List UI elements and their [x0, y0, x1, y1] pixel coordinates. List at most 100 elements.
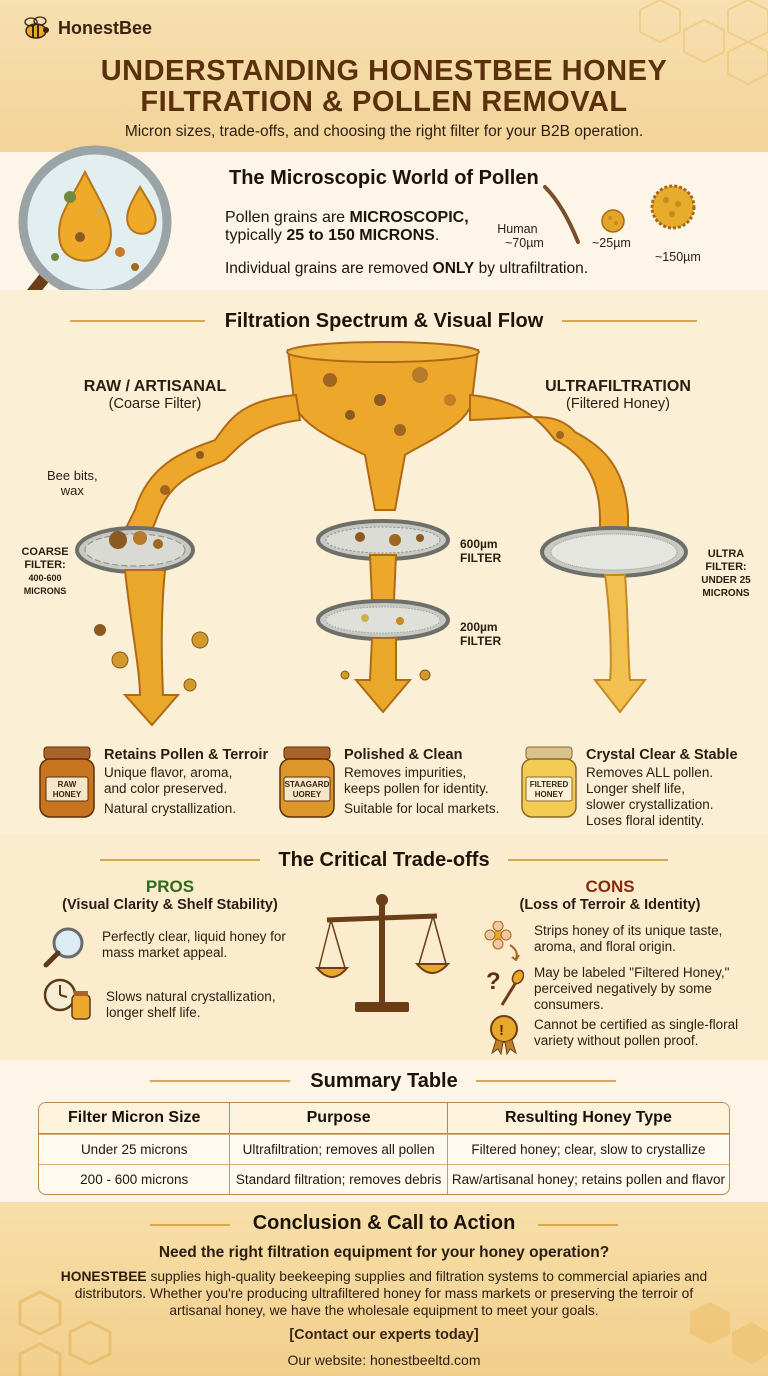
cons-2-line1: May be labeled "Filtered Honey," [534, 965, 730, 980]
cons-item-terroir: Strips honey of its unique taste, aroma,… [484, 921, 722, 961]
raw-outcome-text: Retains Pollen & Terroir Unique flavor, … [104, 743, 268, 821]
pollen-line3-bold: ONLY [432, 260, 475, 277]
raw-honey-jar-icon: RAW HONEY [39, 746, 95, 818]
page-title: UNDERSTANDING HONESTBEE HONEY FILTRATION… [0, 56, 768, 118]
filtered-jar-label-1: FILTERED [530, 780, 569, 789]
pros-subheading: (Visual Clarity & Shelf Stability) [62, 897, 278, 913]
filtration-spectrum-section: Filtration Spectrum & Visual Flow [0, 290, 768, 835]
pros-2-line1: Slows natural crystallization, [106, 989, 276, 1004]
pollen-ultrafiltration-note: Individual grains are removed ONLY by ul… [225, 260, 588, 278]
standard-honey-jar-icon: STAAGARD UOREY [279, 746, 335, 818]
cons-2-line3: consumers. [534, 997, 604, 1012]
raw-jar-label-1: RAW [58, 780, 77, 789]
table-cell: Ultrafiltration; removes all pollen [230, 1134, 448, 1164]
conclusion-rule-right [538, 1224, 618, 1226]
filtered-outcome-text: Crystal Clear & Stable Removes ALL polle… [586, 743, 738, 829]
flower-arrow-icon [484, 921, 520, 961]
honeycomb-decoration [639, 0, 768, 86]
pros-item-shelf-life: Slows natural crystallization, longer sh… [42, 975, 276, 1023]
bee-bits-annotation: Bee bits, wax [47, 468, 98, 498]
standard-outcome-title: Polished & Clean [344, 747, 463, 763]
raw-subheading: (Coarse Filter) [108, 396, 202, 412]
honeycomb-decoration-left [18, 1290, 112, 1376]
cons-item-labeling-text: May be labeled "Filtered Honey," perceiv… [534, 965, 729, 1013]
pros-item-clarity: Perfectly clear, liquid honey for mass m… [42, 923, 286, 969]
pros-2-line2: longer shelf life. [106, 1005, 201, 1020]
pollen-title: The Microscopic World of Pollen [229, 167, 539, 189]
summary-table: Filter Micron Size Purpose Resulting Hon… [38, 1102, 730, 1195]
standard-outcome-text: Polished & Clean Removes impurities, kee… [344, 743, 499, 821]
raw-jar-label-2: HONEY [53, 790, 82, 799]
raw-outcome-line2: and color preserved. [104, 781, 228, 796]
cons-heading: CONS [585, 877, 635, 896]
summary-rule-left [150, 1080, 290, 1082]
clock-jar-icon [43, 978, 91, 1020]
svg-text:!: ! [499, 1022, 504, 1039]
brand-name: HonestBee [58, 17, 153, 38]
title-rule-left [70, 320, 205, 322]
standard-jar-label-2: UOREY [293, 790, 322, 799]
raw-column-header: RAW / ARTISANAL (Coarse Filter) [80, 378, 230, 412]
magnifier-icon [43, 927, 84, 968]
table-header-row: Filter Micron Size Purpose Resulting Hon… [39, 1103, 729, 1134]
filter-200-size: 200µm [460, 620, 498, 634]
conclusion-rule-left [150, 1224, 230, 1226]
ultra-label-4: MICRONS [702, 588, 750, 599]
table-header-cell: Purpose [230, 1103, 448, 1134]
table-cell: Filtered honey; clear, slow to crystalli… [447, 1134, 729, 1164]
large-pollen-size: ~150µm [655, 250, 701, 264]
pollen-line3-end: by ultrafiltration. [474, 260, 588, 277]
wax-label: wax [60, 483, 84, 498]
coarse-label-3: 400-600 [28, 573, 62, 583]
filtration-flow-illustration [75, 341, 688, 727]
standard-outcome-line2: keeps pollen for identity. [344, 781, 489, 796]
brand-logo[interactable]: HonestBee [18, 16, 152, 40]
standard-jar-label-1: STAAGARD [285, 780, 330, 789]
hair-label: Human ~70µm [491, 222, 544, 250]
table-cell: Raw/artisanal honey; retains pollen and … [447, 1164, 729, 1194]
coarse-filter-label: COARSE FILTER: 400-600 MICRONS [18, 546, 72, 598]
header-banner: HonestBee UNDERSTANDING HONESTBEE HONEY … [0, 0, 768, 152]
contact-experts-link[interactable]: [Contact our experts today] [289, 1327, 479, 1343]
cons-2-line2: perceived negatively by some [534, 981, 712, 996]
ultra-heading: ULTRAFILTRATION [545, 378, 691, 395]
pollen-description: Pollen grains are MICROSCOPIC, typically… [225, 209, 469, 245]
conclusion-body-line1: supplies high-quality beekeeping supplie… [146, 1269, 708, 1284]
pollen-line2-end: . [434, 227, 440, 244]
title-line-2: FILTRATION & POLLEN REMOVAL [140, 86, 628, 118]
pros-header: PROS (Visual Clarity & Shelf Stability) [40, 877, 300, 913]
ultra-label-3: UNDER 25 [701, 575, 751, 586]
warning-badge-icon: ! [490, 1015, 518, 1055]
conclusion-section: Conclusion & Call to Action Need the rig… [0, 1202, 768, 1376]
question-dipper-icon: ? [486, 968, 524, 1006]
cons-header: CONS (Loss of Terroir & Identity) [490, 877, 730, 913]
filtered-outcome-title: Crystal Clear & Stable [586, 747, 738, 763]
coarse-label-2: FILTER: [24, 559, 66, 571]
honeycomb-decoration-right [690, 1302, 768, 1364]
ultra-label-2: FILTER: [705, 561, 747, 573]
pros-item-clarity-text: Perfectly clear, liquid honey for mass m… [102, 923, 286, 969]
tradeoffs-section: The Critical Trade-offs PROS (Visual Cla… [0, 835, 768, 1060]
website-link[interactable]: Our website: honestbeeltd.com [287, 1352, 481, 1368]
table-cell: Under 25 microns [39, 1134, 231, 1164]
filtered-outcome-line1: Removes ALL pollen. [586, 765, 714, 780]
coarse-label-1: COARSE [21, 546, 69, 558]
title-rule-right [562, 320, 697, 322]
summary-section: Summary Table Filter Micron Size Purpose… [0, 1060, 768, 1202]
title-line-1: UNDERSTANDING HONESTBEE HONEY [100, 55, 668, 87]
filter-200-label: 200µm FILTER [460, 620, 501, 648]
filtered-honey-jar-icon: FILTERED HONEY [521, 746, 577, 818]
cons-item-labeling: ? May be labeled "Filtered Honey," perce… [484, 965, 729, 1013]
table-header-cell: Resulting Honey Type [447, 1103, 729, 1134]
small-pollen-icon [601, 209, 625, 233]
table-cell: Standard filtration; removes debris [230, 1164, 448, 1194]
pollen-line2-text: typically [225, 227, 287, 244]
balance-scale-icon [315, 894, 450, 1012]
summary-rule-right [476, 1080, 616, 1082]
tradeoffs-rule-right [508, 859, 668, 861]
tradeoffs-rule-left [100, 859, 260, 861]
conclusion-body-line3: artisanal honey, we have the wholesale e… [169, 1303, 599, 1318]
raw-outcome-line1: Unique flavor, aroma, [104, 765, 233, 780]
filtered-outcome-line3: slower crystallization. [586, 797, 714, 812]
large-pollen-icon [650, 184, 696, 230]
